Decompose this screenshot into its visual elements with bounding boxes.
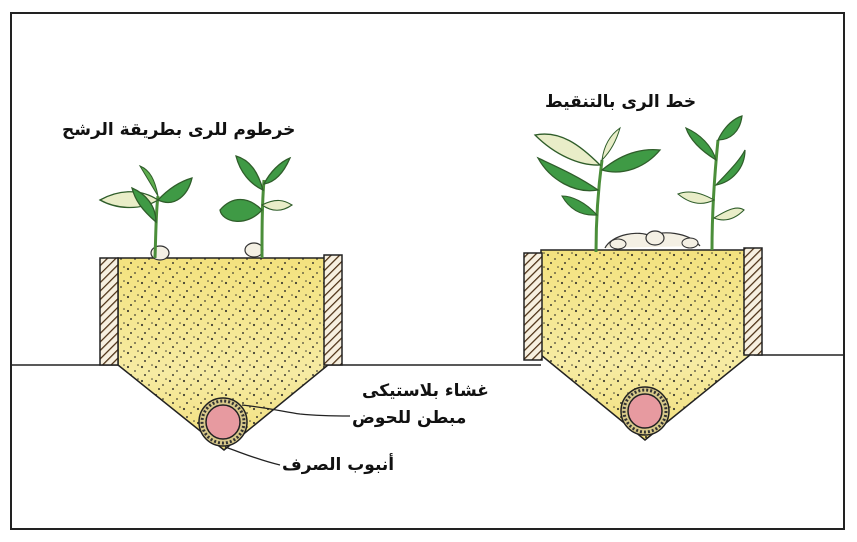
plastic-film-label-line2: مبطن للحوض [352, 408, 466, 428]
soaker-hose-label: خرطوم للرى بطريقة الرشح [62, 120, 295, 140]
wood-board-icon [744, 248, 762, 355]
plastic-film-label-line1: غشاء بلاستيكى [362, 381, 489, 401]
drip-line-label: خط الرى بالتنقيط [545, 92, 696, 112]
drain-pipe-icon [199, 398, 247, 446]
wood-board-icon [324, 255, 342, 365]
soaker-hose-icon [245, 243, 263, 257]
drain-pipe-label: أنبوب الصرف [282, 455, 394, 475]
wood-board-icon [524, 253, 542, 360]
drain-pipe-icon [621, 387, 669, 435]
wood-board-icon [100, 258, 118, 365]
